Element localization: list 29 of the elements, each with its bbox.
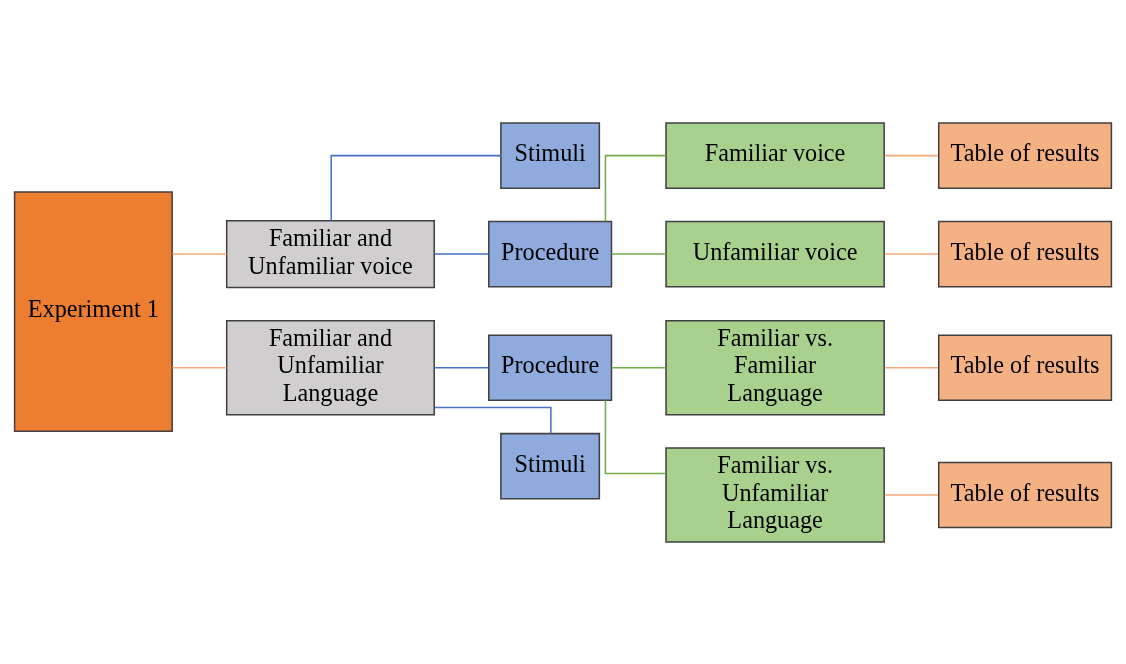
connector xyxy=(883,366,939,368)
connector xyxy=(604,399,667,474)
connector xyxy=(433,366,490,368)
node-box: Table of results xyxy=(937,121,1113,189)
node-box: Experiment 1 xyxy=(13,190,173,432)
connector xyxy=(433,252,490,255)
node-box: Stimuli xyxy=(500,121,601,189)
node-box: Familiar vs. Familiar Language xyxy=(665,319,885,415)
connector xyxy=(434,406,552,434)
connector xyxy=(610,252,667,255)
node-box: Familiar and Unfamiliar Language xyxy=(225,319,435,415)
connector xyxy=(330,154,502,221)
node-box: Familiar and Unfamiliar voice xyxy=(225,219,435,288)
connector xyxy=(883,252,939,255)
node-box: Table of results xyxy=(937,220,1113,287)
node-box: Familiar voice xyxy=(665,121,885,189)
connector xyxy=(883,154,939,156)
node-box: Table of results xyxy=(937,461,1113,528)
connector xyxy=(610,366,667,368)
node-box: Stimuli xyxy=(500,432,601,499)
node-box: Unfamiliar voice xyxy=(665,220,885,287)
node-box: Procedure xyxy=(488,220,613,287)
connector xyxy=(171,252,228,255)
node-box: Familiar vs. Unfamiliar Language xyxy=(665,446,885,543)
node-box: Table of results xyxy=(937,333,1113,401)
node-box: Procedure xyxy=(488,333,613,401)
connector xyxy=(604,154,667,222)
connector xyxy=(883,493,939,496)
connector xyxy=(171,366,228,368)
